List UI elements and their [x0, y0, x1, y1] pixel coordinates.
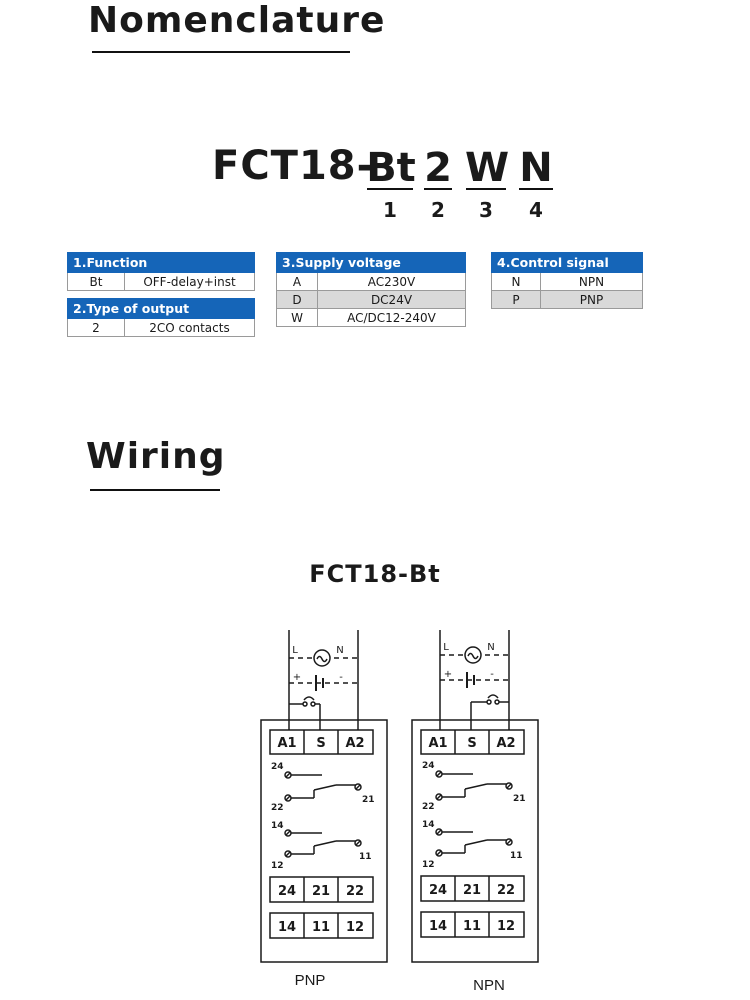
pnp-wiring-diagram: L N + - A1 S A2 24 21 22 14 11 12 24 22 …: [260, 630, 388, 963]
contact-label: 14: [422, 820, 435, 830]
supply-label-plus: +: [293, 672, 301, 683]
supply-label-line: L: [292, 645, 298, 656]
terminal-14: 14: [429, 919, 447, 934]
terminal-a1: A1: [428, 736, 447, 751]
supply-label-minus: -: [339, 672, 343, 683]
contact-label: 14: [271, 821, 284, 831]
terminal-a1: A1: [277, 736, 296, 751]
table-row: Bt OFF-delay+inst: [67, 272, 255, 291]
table-cell: 2: [67, 318, 125, 337]
table-row: P PNP: [491, 290, 643, 309]
contact-label: 11: [510, 851, 523, 861]
npn-wiring-diagram: L N + - A1 S A2 24 21 22 14 11 12 24 22 …: [411, 630, 539, 963]
table-cell: P: [491, 290, 541, 309]
terminal-22: 22: [346, 884, 364, 899]
contact-label: 24: [422, 761, 435, 771]
table-row: D DC24V: [276, 290, 466, 309]
supply-label-plus: +: [444, 669, 452, 680]
code-part-function: Bt: [366, 145, 416, 191]
contact-label: 12: [271, 861, 284, 871]
terminal-s: S: [467, 736, 476, 751]
control-table: 4.Control signal N NPN P PNP: [491, 252, 643, 309]
code-underline-1: [367, 188, 413, 190]
output-table-title: 2.Type of output: [67, 298, 255, 319]
terminal-21: 21: [463, 883, 481, 898]
terminal-24: 24: [429, 883, 447, 898]
wiring-underline: [90, 489, 220, 491]
npn-caption: NPN: [473, 977, 505, 994]
nomenclature-heading: Nomenclature: [88, 0, 386, 41]
code-index-4: 4: [529, 198, 543, 222]
terminal-12: 12: [497, 919, 515, 934]
table-cell: N: [491, 272, 541, 291]
supply-table: 3.Supply voltage A AC230V D DC24V W AC/D…: [276, 252, 466, 327]
terminal-11: 11: [463, 919, 481, 934]
table-cell: Bt: [67, 272, 125, 291]
table-row: W AC/DC12-240V: [276, 308, 466, 327]
control-table-title: 4.Control signal: [491, 252, 643, 273]
table-cell: PNP: [540, 290, 643, 309]
function-table-title: 1.Function: [67, 252, 255, 273]
output-table: 2.Type of output 2 2CO contacts: [67, 298, 255, 337]
supply-label-line: L: [443, 642, 449, 653]
table-cell: D: [276, 290, 318, 309]
wiring-model-title: FCT18-Bt: [309, 560, 441, 588]
code-index-1: 1: [383, 198, 397, 222]
table-row: N NPN: [491, 272, 643, 291]
table-cell: DC24V: [317, 290, 466, 309]
contact-label: 22: [422, 802, 435, 812]
contact-label: 21: [362, 795, 375, 805]
table-cell: W: [276, 308, 318, 327]
terminal-21: 21: [312, 884, 330, 899]
code-underline-3: [466, 188, 506, 190]
code-part-output: 2: [424, 145, 452, 191]
terminal-12: 12: [346, 920, 364, 935]
table-row: A AC230V: [276, 272, 466, 291]
table-cell: NPN: [540, 272, 643, 291]
code-index-2: 2: [431, 198, 445, 222]
table-cell: A: [276, 272, 318, 291]
supply-label-neutral: N: [487, 642, 494, 653]
contact-label: 22: [271, 803, 284, 813]
model-prefix: FCT18-: [212, 143, 375, 189]
terminal-a2: A2: [496, 736, 515, 751]
terminal-22: 22: [497, 883, 515, 898]
code-part-supply: W: [465, 145, 510, 191]
table-row: 2 2CO contacts: [67, 318, 255, 337]
code-underline-4: [519, 188, 553, 190]
code-index-3: 3: [479, 198, 493, 222]
table-cell: 2CO contacts: [124, 318, 255, 337]
table-cell: AC230V: [317, 272, 466, 291]
terminal-a2: A2: [345, 736, 364, 751]
wiring-heading: Wiring: [86, 436, 226, 477]
contact-label: 24: [271, 762, 284, 772]
contact-label: 11: [359, 852, 372, 862]
terminal-s: S: [316, 736, 325, 751]
code-underline-2: [424, 188, 452, 190]
terminal-14: 14: [278, 920, 296, 935]
table-cell: AC/DC12-240V: [317, 308, 466, 327]
terminal-11: 11: [312, 920, 330, 935]
contact-label: 12: [422, 860, 435, 870]
supply-table-title: 3.Supply voltage: [276, 252, 466, 273]
nomenclature-underline: [92, 51, 350, 53]
function-table: 1.Function Bt OFF-delay+inst: [67, 252, 255, 291]
code-part-control: N: [519, 145, 553, 191]
table-cell: OFF-delay+inst: [124, 272, 255, 291]
supply-label-minus: -: [490, 669, 494, 680]
terminal-24: 24: [278, 884, 296, 899]
pnp-caption: PNP: [294, 972, 326, 989]
contact-label: 21: [513, 794, 526, 804]
supply-label-neutral: N: [336, 645, 343, 656]
